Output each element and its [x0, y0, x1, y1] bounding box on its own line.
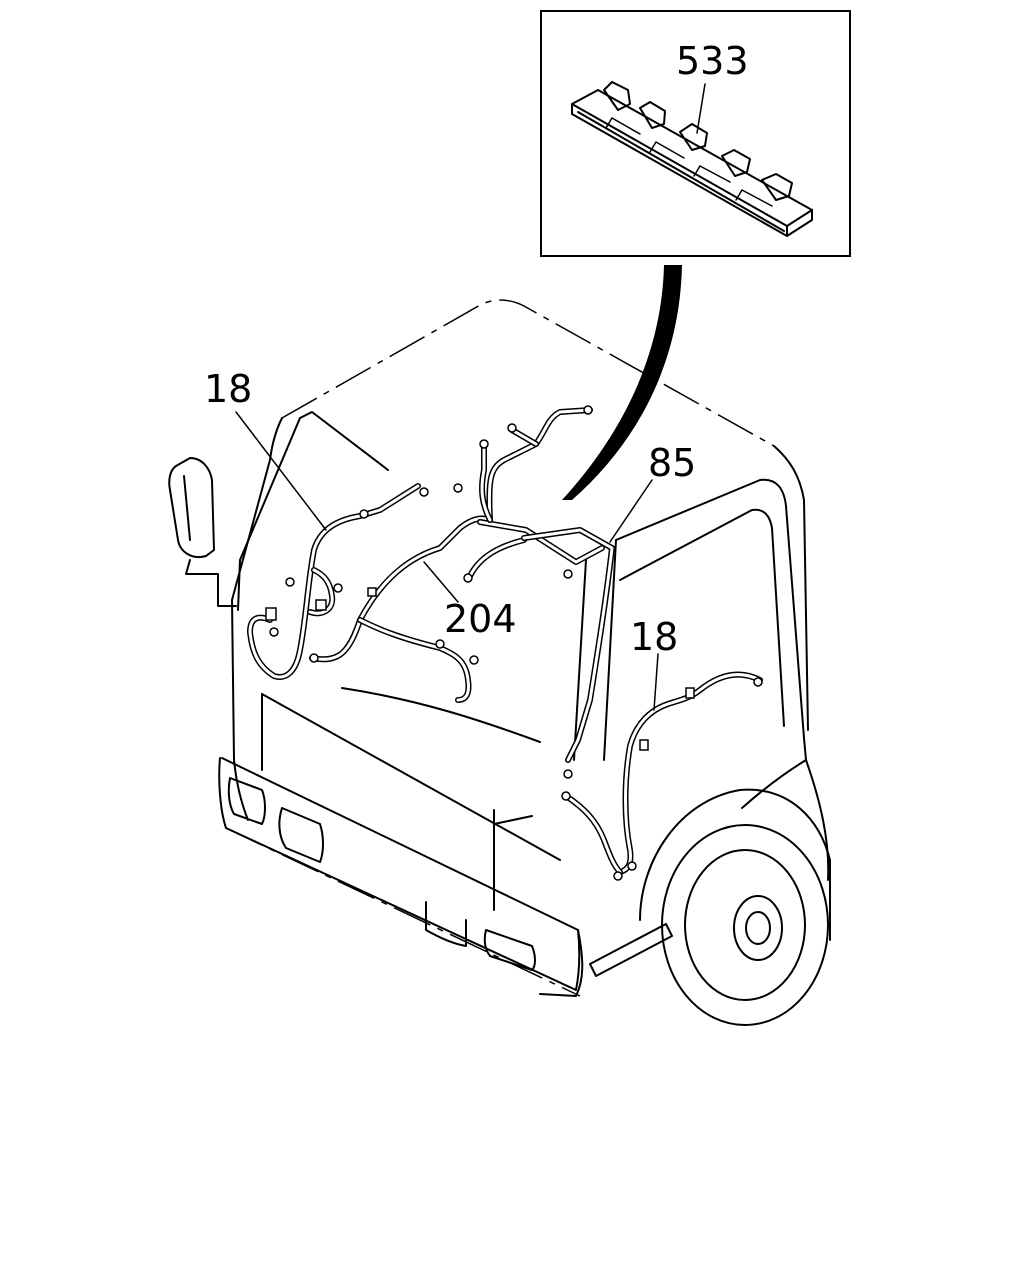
inset-pointer	[562, 265, 682, 500]
callout-18-right: 18	[630, 615, 678, 659]
side-mirror	[168, 457, 237, 607]
callout-204: 204	[444, 597, 517, 641]
clip-detail-inset: 533	[540, 10, 851, 257]
main-harness-204: 204	[309, 515, 605, 703]
callout-18-left: 18	[204, 367, 252, 411]
callout-85: 85	[648, 441, 696, 485]
harness-clip-strip	[571, 81, 813, 237]
roof-harness-85: 85	[453, 405, 696, 779]
left-door-harness-18: 18	[204, 367, 429, 680]
truck-cab	[218, 299, 831, 1026]
callout-533: 533	[676, 39, 749, 83]
right-door-harness-18: 18	[561, 615, 763, 881]
